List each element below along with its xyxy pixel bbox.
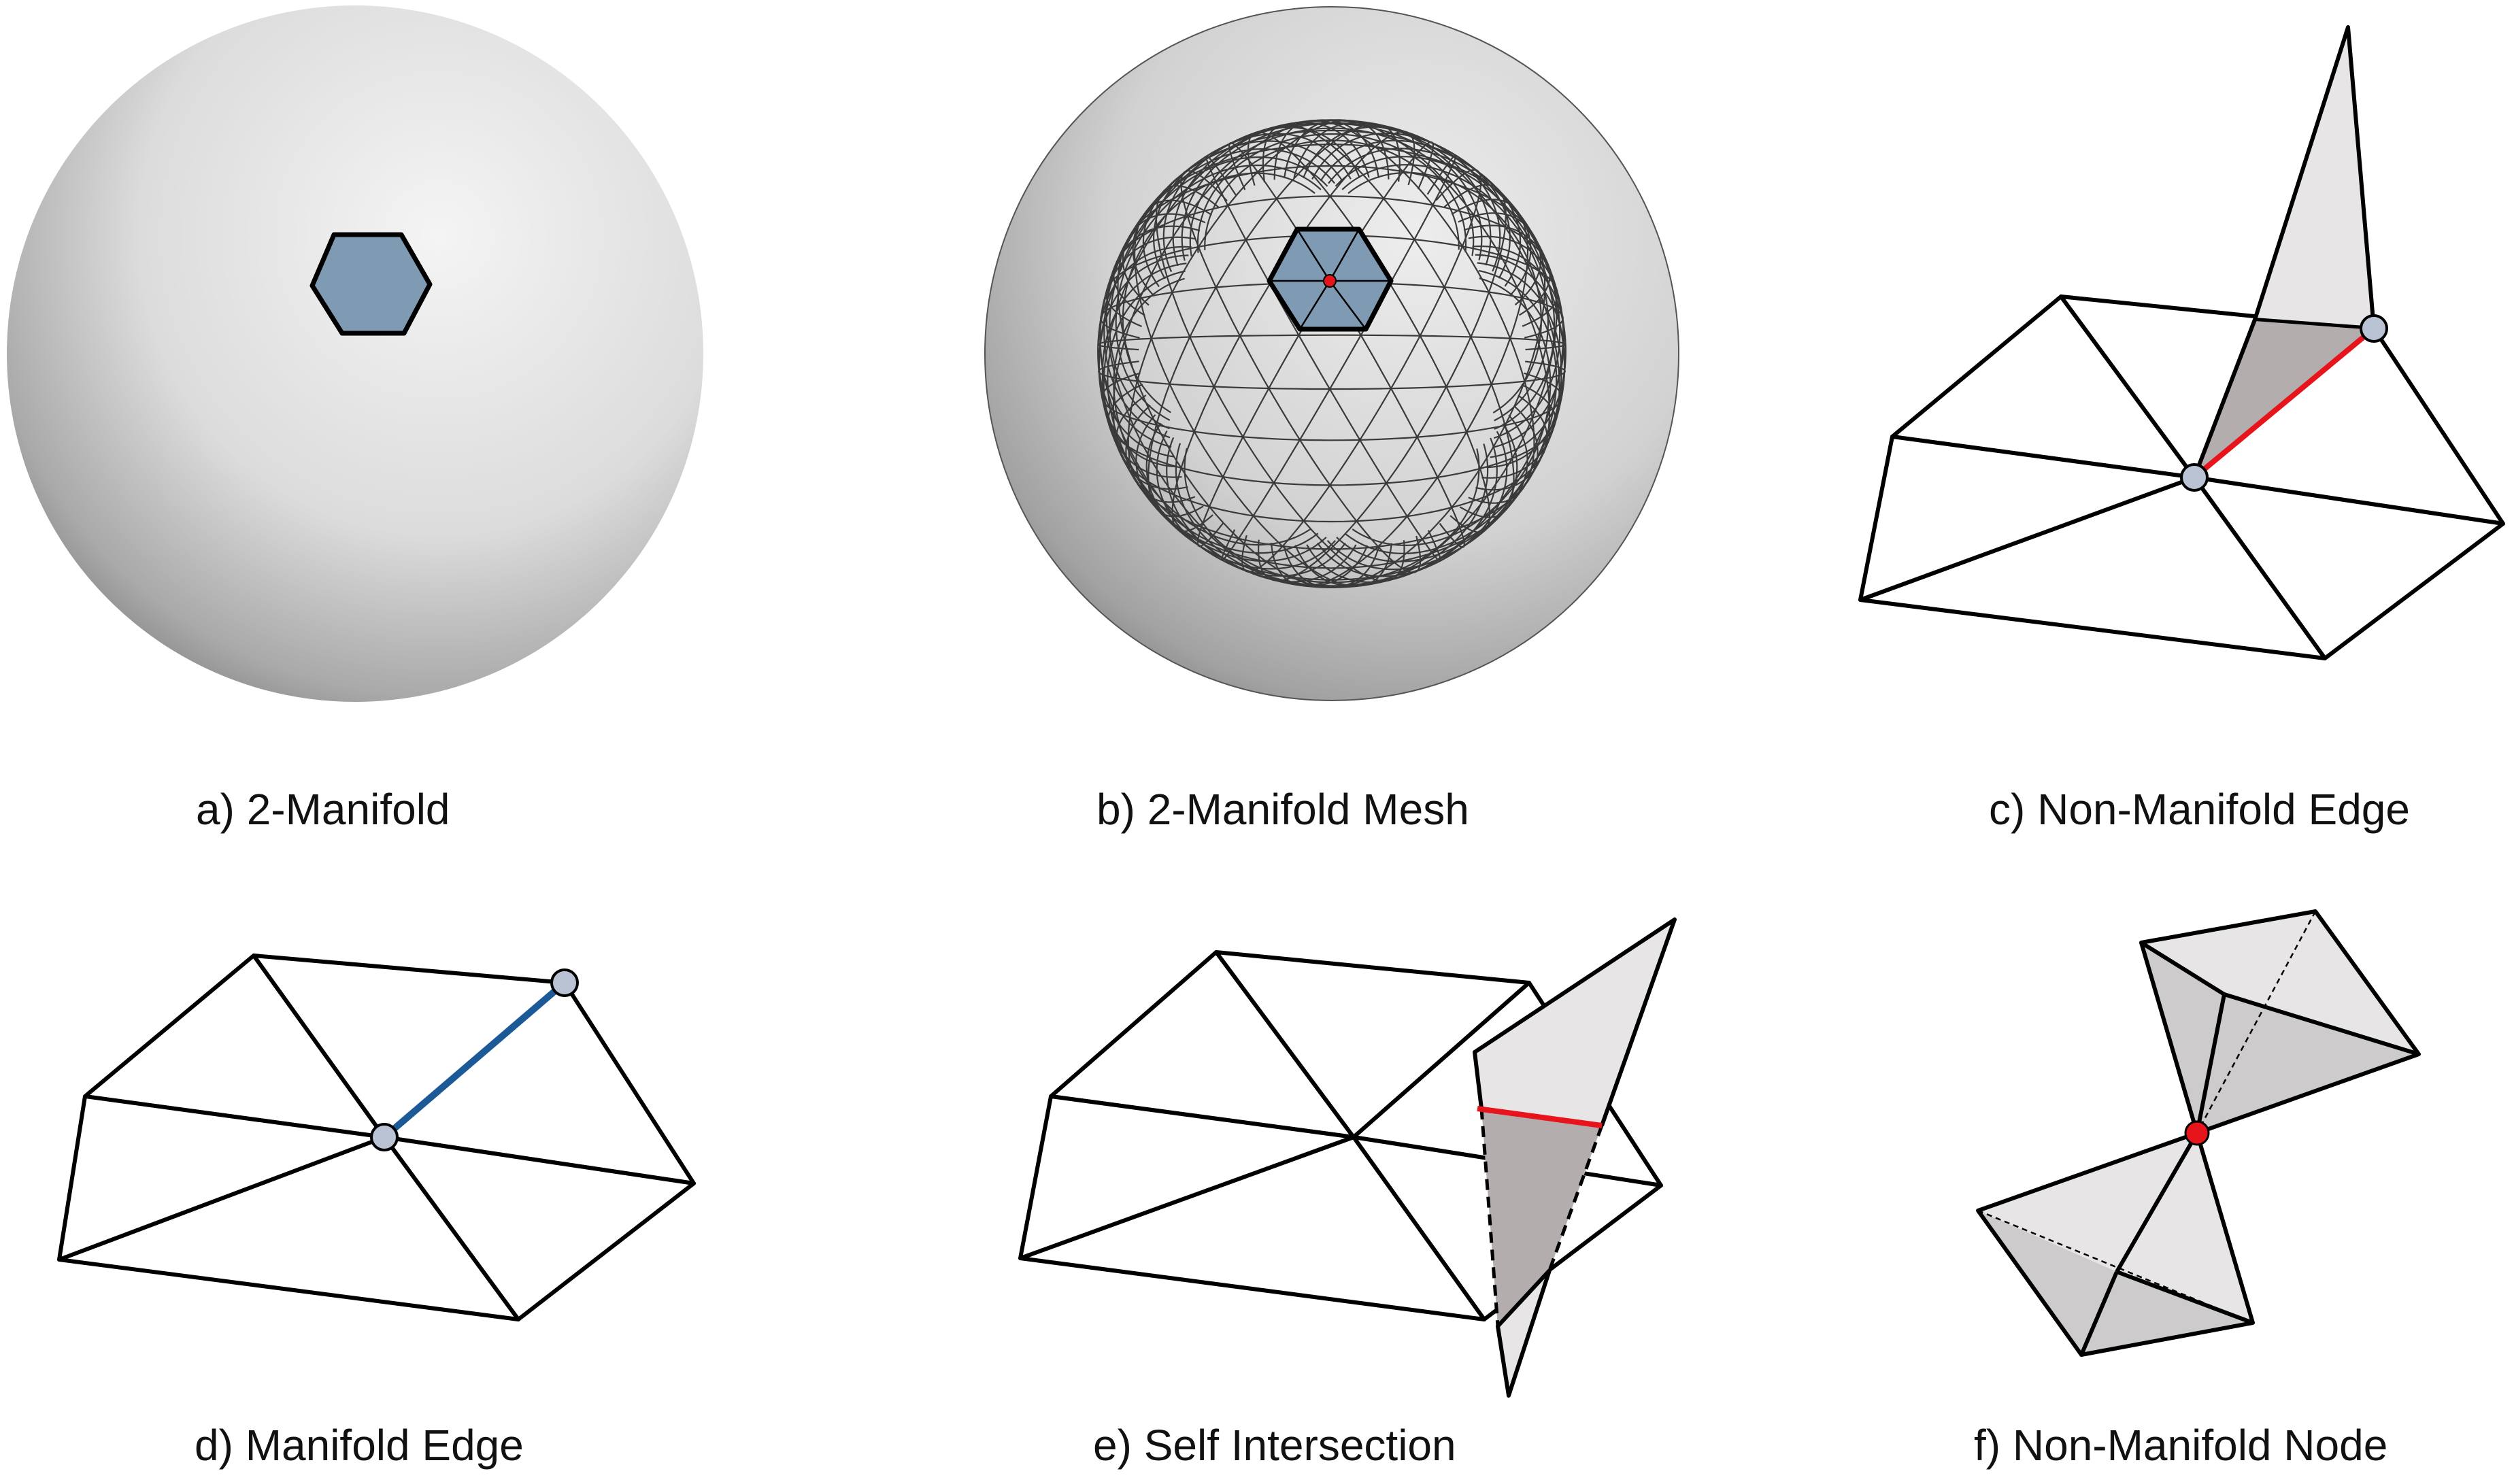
vertex-top-right bbox=[550, 968, 579, 997]
lower-tetra-hidden-edge bbox=[1977, 1209, 2253, 1324]
caption-f: f) Non-Manifold Node bbox=[1974, 1421, 2387, 1470]
mesh-line bbox=[1282, 212, 1546, 588]
center-vertex-red bbox=[1323, 274, 1337, 288]
mesh-line bbox=[1107, 270, 1319, 554]
raised-face-seam bbox=[2254, 318, 2375, 330]
lower-tetra-shade-left bbox=[1978, 1211, 2117, 1355]
mesh-line bbox=[1352, 277, 1552, 547]
mesh-sphere-outline bbox=[984, 6, 1679, 701]
intersecting-face-edges bbox=[1473, 917, 1677, 1126]
caption-a: a) 2-Manifold bbox=[196, 785, 450, 834]
non-manifold-node-red bbox=[2184, 1120, 2210, 1146]
upper-tetra-hidden-edge bbox=[2196, 911, 2317, 1134]
mesh-triangle-lines bbox=[1097, 119, 1566, 588]
mesh-line bbox=[1196, 133, 1467, 253]
mesh-line bbox=[1175, 443, 1489, 587]
panel-d-manifold-edge: d) Manifold Edge bbox=[57, 954, 696, 1470]
mesh-line bbox=[1306, 235, 1564, 584]
mesh-line bbox=[1112, 119, 1379, 490]
vertex-center bbox=[370, 1123, 399, 1151]
panel-f-non-manifold-node: f) Non-Manifold Node bbox=[1974, 909, 2421, 1470]
upper-tetra-shade-left bbox=[2141, 943, 2224, 1133]
mesh-line bbox=[1103, 122, 1370, 478]
hidden-edges-dashed bbox=[1479, 1108, 1604, 1327]
mesh-line bbox=[1326, 254, 1566, 571]
mesh-sphere bbox=[985, 7, 1679, 701]
intersecting-face-tip bbox=[1496, 1268, 1552, 1398]
lower-tetra-shade-right bbox=[2081, 1272, 2253, 1355]
caption-d: d) Manifold Edge bbox=[195, 1421, 524, 1470]
intersecting-face-lower bbox=[1481, 1109, 1602, 1326]
vertex-right bbox=[2360, 314, 2388, 343]
mesh-line bbox=[1311, 132, 1566, 458]
mesh-line bbox=[1127, 119, 1390, 503]
upper-tetra-edges bbox=[2139, 909, 2421, 1135]
hexagon-patch bbox=[309, 232, 433, 336]
mesh-line bbox=[1103, 148, 1335, 439]
non-manifold-edge-red bbox=[2192, 326, 2376, 480]
panel-b-2-manifold-mesh: b) 2-Manifold Mesh bbox=[984, 6, 1679, 834]
mesh-line bbox=[1241, 169, 1482, 573]
mesh-line bbox=[1257, 184, 1507, 581]
smooth-sphere bbox=[7, 5, 703, 702]
raised-face-upper bbox=[2253, 25, 2376, 331]
triangle-fan bbox=[57, 954, 696, 1321]
manifold-edge-blue bbox=[382, 980, 567, 1140]
mesh-hexagon-spokes bbox=[1269, 229, 1391, 330]
mesh-line bbox=[1099, 140, 1343, 448]
mesh-line bbox=[1344, 269, 1558, 554]
mesh-line bbox=[1341, 164, 1549, 422]
vertex-center bbox=[2180, 463, 2209, 492]
panel-a-2-manifold: a) 2-Manifold bbox=[7, 5, 703, 834]
caption-b: b) 2-Manifold Mesh bbox=[1096, 785, 1469, 834]
mesh-line bbox=[1147, 123, 1401, 518]
mesh-line bbox=[1317, 246, 1566, 577]
lower-tetra-edges bbox=[1976, 1131, 2255, 1357]
mesh-line bbox=[1115, 164, 1322, 421]
intersecting-face-upper bbox=[1475, 920, 1675, 1126]
caption-e: e) Self Intersection bbox=[1093, 1421, 1456, 1470]
intersection-line-red bbox=[1477, 1106, 1603, 1128]
mesh-line bbox=[1135, 414, 1528, 569]
panel-e-self-intersection: e) Self Intersection bbox=[1018, 917, 1677, 1470]
raised-face-edge bbox=[2192, 318, 2257, 479]
mesh-line bbox=[1109, 156, 1328, 430]
panel-c-non-manifold-edge: c) Non-Manifold Edge bbox=[1858, 25, 2505, 834]
mesh-line bbox=[1122, 172, 1315, 414]
caption-c: c) Non-Manifold Edge bbox=[1989, 785, 2410, 834]
